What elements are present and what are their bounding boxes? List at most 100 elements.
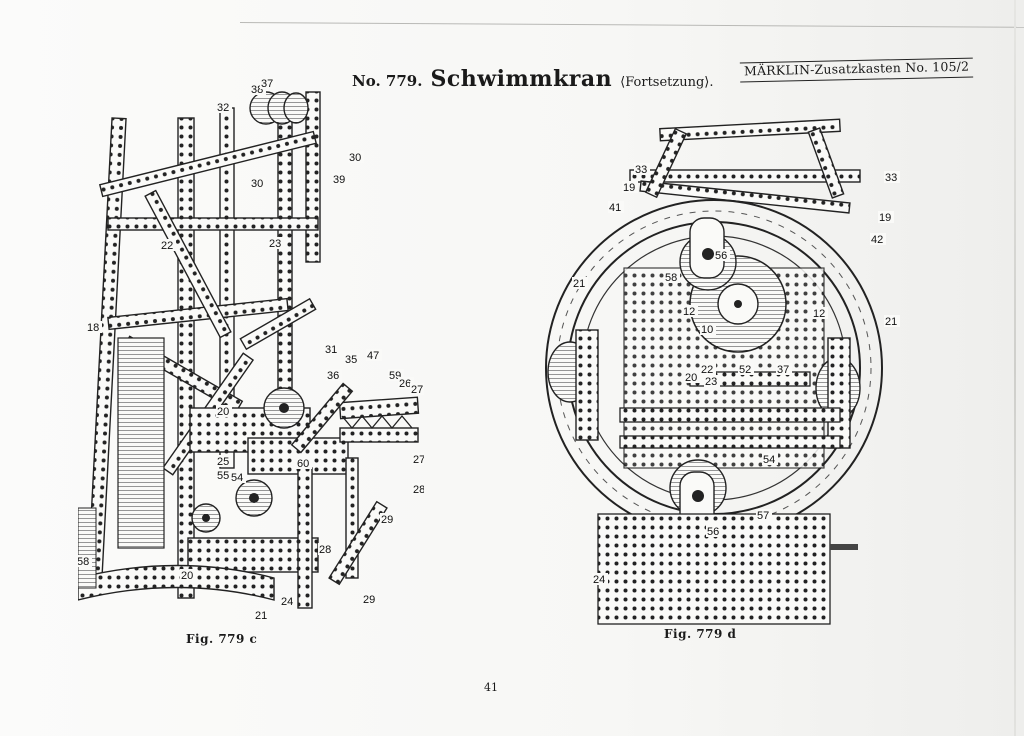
fig779c-part-label: 21 xyxy=(255,610,267,622)
fig779c-label-bg xyxy=(216,405,232,417)
fig779c-part-label: 37 xyxy=(261,78,273,90)
fig779c-label-bg xyxy=(280,595,296,607)
fig779d-part-label: 56 xyxy=(715,250,727,262)
fig779d-label-bg xyxy=(738,363,754,375)
fig779c-label-bg xyxy=(412,453,424,465)
fig779c-part-label: 28 xyxy=(319,544,331,556)
fig779d-label-bg xyxy=(714,249,730,261)
fig779c-label-bg xyxy=(250,177,266,189)
model-subtitle: ⟨Fortsetzung⟩. xyxy=(620,75,714,90)
fig779c-part-label: 27 xyxy=(411,384,423,396)
fig779d-part-label: 24 xyxy=(593,574,605,586)
fig779d-part-label: 58 xyxy=(665,272,677,284)
fig779c-part-label: 39 xyxy=(333,174,345,186)
fig779c-label-bg xyxy=(180,569,196,581)
fig779d-label-bg xyxy=(572,277,588,289)
fig779c-label-bg xyxy=(380,513,396,525)
fig779d-part-label: 19 xyxy=(623,182,635,194)
fig779d-label-bg xyxy=(592,573,608,585)
fig779d-part-label: 33 xyxy=(635,164,647,176)
fig779c-part-label: 60 xyxy=(297,458,309,470)
page-number: 41 xyxy=(484,681,498,694)
fig779c-label-bg xyxy=(412,483,424,495)
fig779c-part-label: 55 xyxy=(217,470,229,482)
page-heading: No. 779. Schwimmkran ⟨Fortsetzung⟩. xyxy=(352,66,714,92)
fig779c-label-bg xyxy=(216,469,232,481)
fig779c-label-bg xyxy=(230,471,246,483)
fig779d-label-bg xyxy=(706,525,722,537)
fig779c-label-bg xyxy=(332,173,348,185)
fig779c-label-bg xyxy=(216,101,232,113)
fig779d-part-label: 21 xyxy=(573,278,585,290)
fig779c-label-bg xyxy=(326,369,342,381)
fig779d-part-label: 56 xyxy=(707,526,719,538)
fig779d-label-bg xyxy=(682,305,698,317)
fig779c-label-bg xyxy=(348,151,364,163)
fig779c-part-label: 30 xyxy=(251,178,263,190)
fig779c-part-label: 30 xyxy=(349,152,361,164)
fig779c-part-label: 26 xyxy=(399,378,411,390)
fig779d-label-bg xyxy=(634,163,650,175)
fig779c-label-bg xyxy=(296,457,312,469)
fig779d-part-label: 42 xyxy=(871,234,883,246)
fig779c-part-label: 20 xyxy=(181,570,193,582)
fig779d-label-bg xyxy=(664,271,680,283)
fig779d-label-bg xyxy=(700,323,716,335)
fig779c-part-label: 22 xyxy=(161,240,173,252)
fig779c-label-bg xyxy=(324,343,340,355)
fig779c-part-label: 18 xyxy=(87,322,99,334)
fig779c-part-label: 35 xyxy=(345,354,357,366)
scan-edge-line xyxy=(239,22,1024,28)
fig779d-label-bg xyxy=(878,211,894,223)
fig779d-part-label: 23 xyxy=(705,376,717,388)
fig779c-part-label: 47 xyxy=(367,350,379,362)
fig779d-part-label: 19 xyxy=(879,212,891,224)
fig779c-part-label: 28 xyxy=(413,484,424,496)
fig779d-label-bg xyxy=(622,181,638,193)
fig779c-label-bg xyxy=(260,78,276,89)
fig779d-label-bg xyxy=(608,201,624,213)
fig779d-part-label: 41 xyxy=(609,202,621,214)
fig779d-part-label: 54 xyxy=(763,454,775,466)
fig779d-part-label: 10 xyxy=(701,324,713,336)
fig779c-label-bg xyxy=(254,609,270,621)
fig779d-part-label: 57 xyxy=(757,510,769,522)
fig779d-label-bg xyxy=(884,171,900,183)
model-number: No. 779. xyxy=(352,72,423,90)
fig779c-part-label: 32 xyxy=(217,102,229,114)
fig779d-label-bg xyxy=(776,363,792,375)
fig779c-label-bg xyxy=(410,383,424,395)
figure-779d-caption: Fig. 779 d xyxy=(664,627,737,641)
fig779d-label-bg xyxy=(762,453,778,465)
fig779c-part-label: 29 xyxy=(363,594,375,606)
fig779c-label-bg xyxy=(216,455,232,467)
fig779c-label-bg xyxy=(366,349,382,361)
fig779c-label-bg xyxy=(268,237,284,249)
fig779c-part-label: 29 xyxy=(381,514,393,526)
model-title: Schwimmkran xyxy=(430,66,613,92)
fig779c-label-bg xyxy=(344,353,360,365)
fig779d-part-label: 33 xyxy=(885,172,897,184)
fig779c-part-label: 58 xyxy=(78,556,89,568)
fig779d-part-label: 12 xyxy=(813,308,825,320)
fig779d-label-bg xyxy=(884,315,900,327)
fig779c-part-label: 25 xyxy=(217,456,229,468)
fig779d-label-bg xyxy=(684,371,700,383)
fig779d-part-label: 22 xyxy=(701,364,713,376)
brand-line: MÄRKLIN-Zusatzkasten No. 105/2 xyxy=(739,57,974,83)
fig779c-part-label: 24 xyxy=(281,596,293,608)
fig779c-part-label: 23 xyxy=(269,238,281,250)
fig779c-label-bg xyxy=(318,543,334,555)
fig779c-label-bg xyxy=(86,321,102,333)
fig779c-part-label: 54 xyxy=(231,472,243,484)
fig779d-label-bg xyxy=(756,509,772,521)
fig779c-label-bg xyxy=(160,239,176,251)
scan-edge-shadow xyxy=(1014,0,1016,736)
fig779c-part-label: 27 xyxy=(413,454,424,466)
fig779d-part-label: 52 xyxy=(739,364,751,376)
fig779c-part-label: 31 xyxy=(325,344,337,356)
figure-779c-caption: Fig. 779 c xyxy=(186,632,258,646)
